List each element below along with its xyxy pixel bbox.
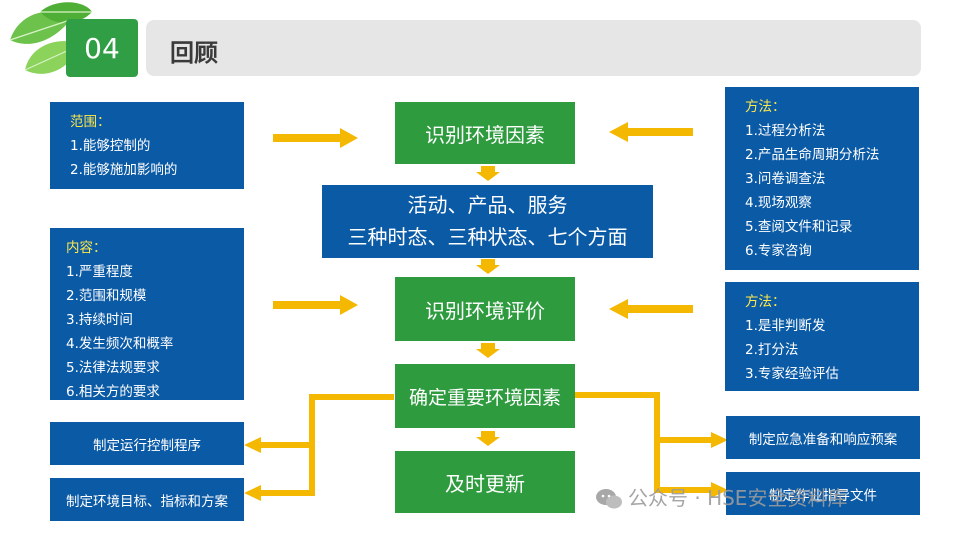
content-item: 4.发生频次和概率 bbox=[66, 336, 174, 352]
env-targets-box: 制定环境目标、指标和方案 bbox=[50, 478, 244, 521]
evaluate-env-box: 识别环境评价 bbox=[395, 277, 575, 341]
content-item: 2.范围和规模 bbox=[66, 288, 147, 304]
determine-important-factors-box: 确定重要环境因素 bbox=[395, 364, 575, 428]
method2-heading: 方法： bbox=[745, 294, 786, 310]
update-timely-box: 及时更新 bbox=[395, 451, 575, 513]
page-title: 回顾 bbox=[170, 39, 218, 67]
activities-line1: 活动、产品、服务 bbox=[407, 193, 568, 217]
content-item: 3.持续时间 bbox=[66, 312, 133, 328]
content-item: 6.相关方的要求 bbox=[66, 384, 160, 400]
activities-line2: 三种时态、三种状态、七个方面 bbox=[347, 225, 628, 249]
method1-item: 3.问卷调查法 bbox=[745, 171, 826, 187]
operation-control-box: 制定运行控制程序 bbox=[50, 422, 244, 465]
content-heading: 内容： bbox=[66, 240, 107, 256]
scope-item: 2.能够施加影响的 bbox=[70, 162, 178, 178]
method1-item: 4.现场观察 bbox=[745, 195, 812, 211]
emergency-plan-box: 制定应急准备和响应预案 bbox=[726, 416, 920, 459]
method-box-1: 方法： 1.过程分析法 2.产品生命周期分析法 3.问卷调查法 4.现场观察 5… bbox=[725, 87, 919, 270]
method1-item: 2.产品生命周期分析法 bbox=[745, 147, 880, 163]
watermark-text: 公众号 · HSE安全资料库 bbox=[628, 486, 848, 510]
scope-box: 范围： 1.能够控制的 2.能够施加影响的 bbox=[50, 102, 244, 189]
method2-item: 1.是非判断发 bbox=[745, 318, 826, 334]
work-instruction-box: 制定作业指导文件 bbox=[726, 472, 920, 515]
method2-item: 3.专家经验评估 bbox=[745, 366, 839, 382]
method1-item: 1.过程分析法 bbox=[745, 123, 826, 139]
method1-item: 5.查阅文件和记录 bbox=[745, 219, 853, 235]
scope-item: 1.能够控制的 bbox=[70, 138, 151, 154]
content-box: 内容： 1.严重程度 2.范围和规模 3.持续时间 4.发生频次和概率 5.法律… bbox=[50, 228, 244, 400]
section-number-badge: 04 bbox=[66, 19, 138, 77]
content-item: 1.严重程度 bbox=[66, 264, 133, 280]
method1-heading: 方法： bbox=[745, 99, 786, 115]
wechat-icon bbox=[596, 489, 622, 509]
header-bar bbox=[146, 20, 921, 76]
identify-env-factors-box: 识别环境因素 bbox=[395, 102, 575, 164]
method2-item: 2.打分法 bbox=[745, 342, 799, 358]
method-box-2: 方法： 1.是非判断发 2.打分法 3.专家经验评估 bbox=[725, 282, 919, 391]
scope-heading: 范围： bbox=[70, 114, 111, 130]
activities-box: 活动、产品、服务 三种时态、三种状态、七个方面 bbox=[322, 185, 653, 258]
method1-item: 6.专家咨询 bbox=[745, 243, 812, 259]
content-item: 5.法律法规要求 bbox=[66, 360, 160, 376]
